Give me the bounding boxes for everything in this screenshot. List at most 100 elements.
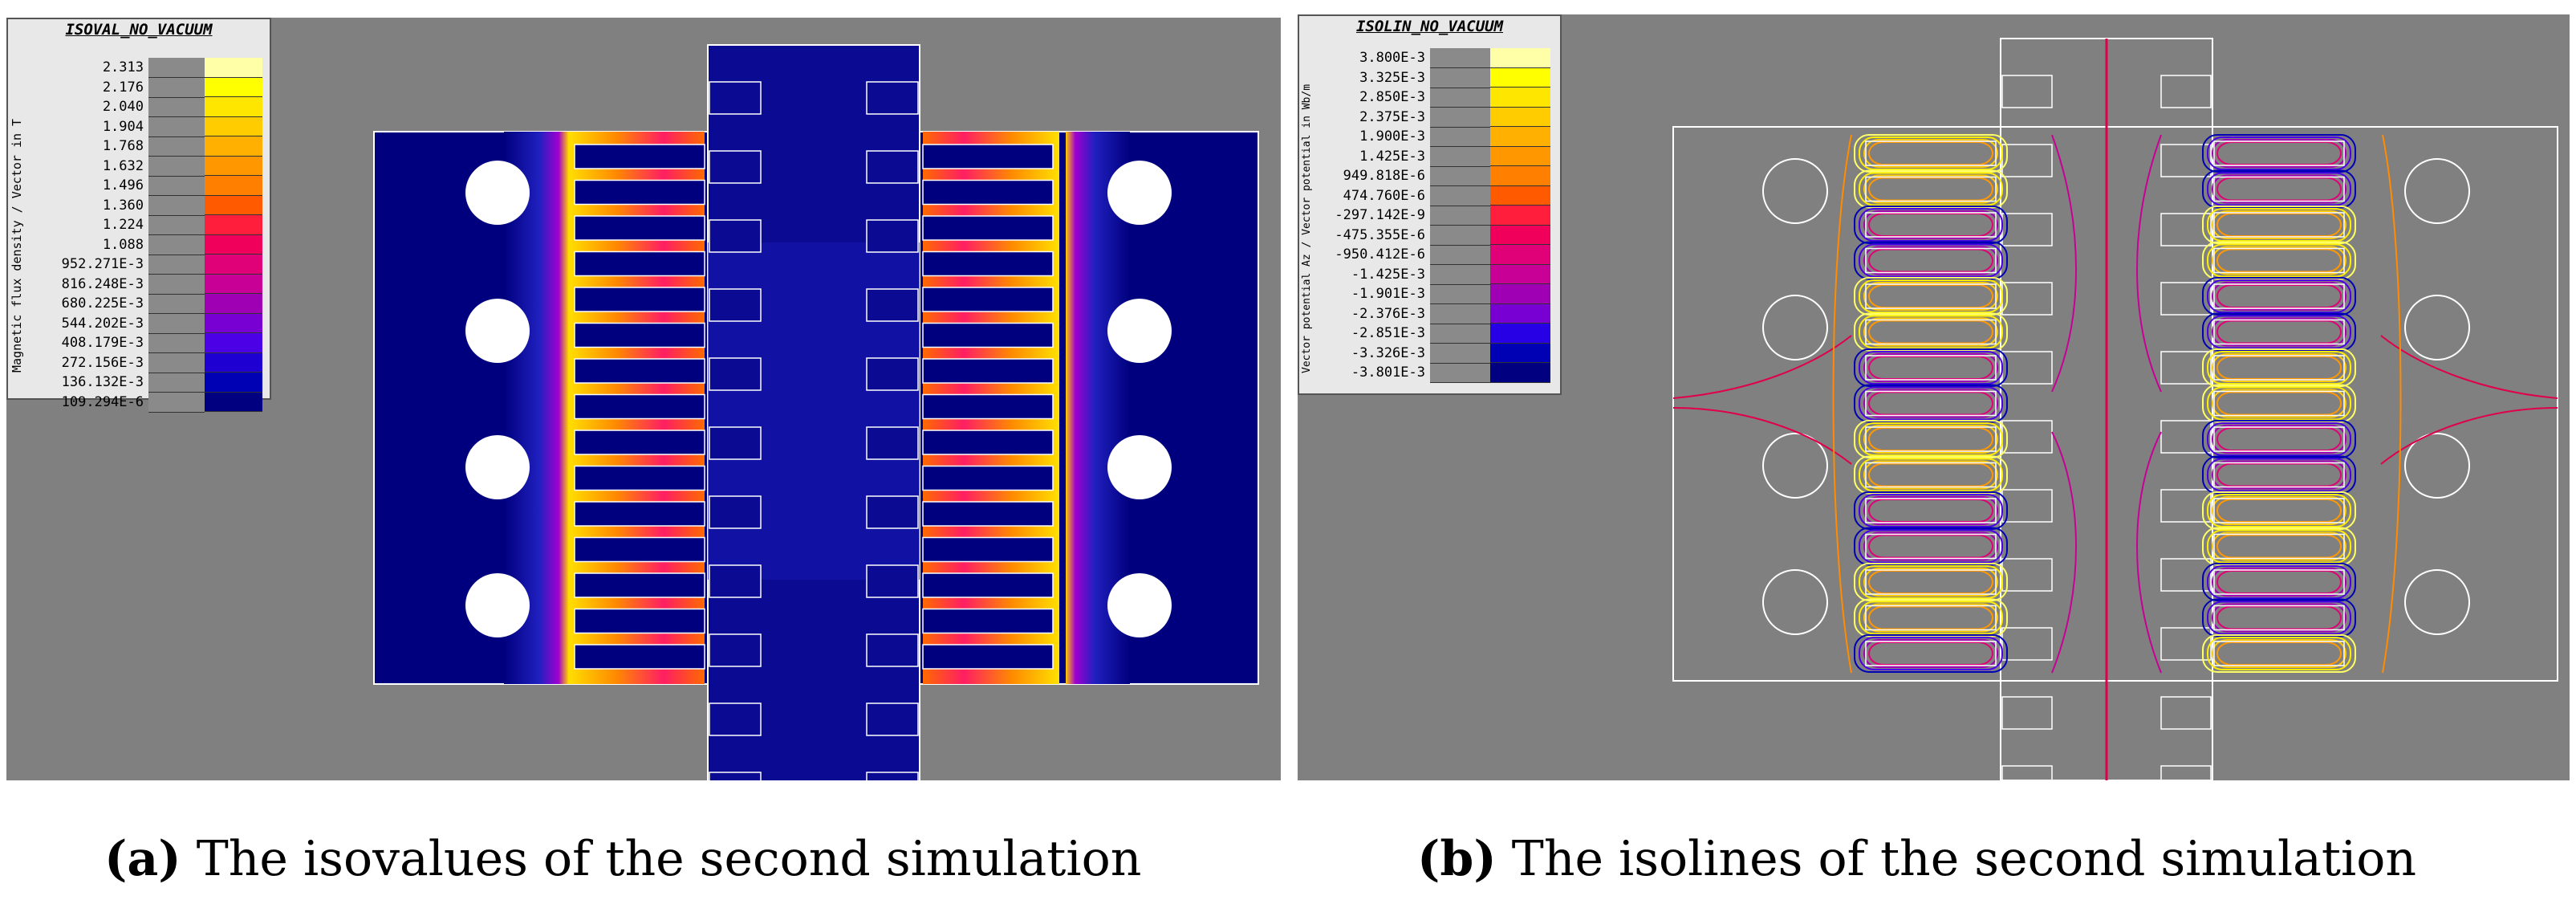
legend-row: 3.325E-3 bbox=[1307, 67, 1552, 88]
isoline-left bbox=[1863, 282, 1998, 311]
isoline-left bbox=[1859, 529, 2003, 564]
legend-tick bbox=[1430, 107, 1490, 108]
slot-right bbox=[2213, 212, 2345, 238]
slot-left bbox=[1865, 212, 1997, 238]
isoline-right bbox=[2202, 169, 2356, 209]
legend-value: 1.900E-3 bbox=[1359, 128, 1425, 145]
isoline-left bbox=[1854, 455, 2008, 495]
slot-left bbox=[574, 608, 705, 634]
legend-value: 1.224 bbox=[102, 217, 144, 233]
legend-row: 544.202E-3 bbox=[16, 313, 270, 334]
legend-row: 136.132E-3 bbox=[16, 373, 270, 393]
mounting-hole-right bbox=[1107, 299, 1172, 363]
isoline-right bbox=[2216, 570, 2342, 594]
isoline-right bbox=[2207, 243, 2351, 278]
legend-row: 1.425E-3 bbox=[1307, 146, 1552, 167]
mover-slot-left bbox=[2001, 282, 2053, 316]
legend-value: -297.142E-9 bbox=[1335, 207, 1425, 223]
isoline-right bbox=[2207, 279, 2351, 313]
slot-right bbox=[922, 608, 1054, 634]
legend-swatch bbox=[1490, 146, 1550, 166]
mover-slot-left bbox=[2001, 765, 2053, 780]
legend-tick bbox=[148, 96, 205, 98]
slot-right bbox=[922, 358, 1054, 384]
mover-slot-right bbox=[866, 150, 919, 184]
legend-swatch bbox=[205, 313, 262, 333]
isoline-left bbox=[1854, 420, 2008, 458]
isoline-left bbox=[1859, 494, 2003, 527]
mounting-hole-right bbox=[2404, 158, 2470, 224]
legend-value: -475.355E-6 bbox=[1335, 226, 1425, 243]
legend-swatch bbox=[1490, 48, 1550, 68]
mover-slot-right bbox=[866, 426, 919, 460]
isoline-left bbox=[1859, 243, 2003, 278]
isoline-right bbox=[2212, 139, 2346, 168]
legend-row: -297.142E-9 bbox=[1307, 206, 1552, 226]
mover-slot-right bbox=[866, 772, 919, 780]
legend-tick bbox=[148, 234, 205, 235]
isoline-right bbox=[2212, 282, 2346, 311]
legend-value: 1.496 bbox=[102, 177, 144, 193]
isoline-left bbox=[1863, 603, 1998, 633]
legend-swatch bbox=[205, 333, 262, 353]
isoline-left bbox=[1868, 213, 1993, 237]
isoline-right bbox=[2216, 534, 2342, 559]
slot-right bbox=[922, 572, 1054, 598]
legend-value: -2.851E-3 bbox=[1351, 325, 1425, 341]
isoline-right bbox=[2207, 351, 2351, 385]
legend-swatch bbox=[205, 373, 262, 393]
isoline-right bbox=[2212, 246, 2346, 275]
legend-value: 272.156E-3 bbox=[61, 354, 144, 371]
legend-swatch bbox=[1490, 67, 1550, 88]
legend-row: 474.760E-6 bbox=[1307, 185, 1552, 206]
isoline-left bbox=[1863, 210, 1998, 239]
field-isoline-left-outer bbox=[1832, 134, 1852, 674]
slot-right bbox=[2213, 533, 2345, 560]
legend-swatch bbox=[205, 58, 262, 78]
legend-value: 109.294E-6 bbox=[61, 393, 144, 410]
legend-value: -1.901E-3 bbox=[1351, 286, 1425, 302]
mover-slot-left bbox=[709, 564, 762, 598]
legend-swatch bbox=[1490, 185, 1550, 206]
mover-slot-left bbox=[709, 495, 762, 529]
legend-row: 2.040 bbox=[16, 97, 270, 117]
legend-tick bbox=[1430, 362, 1490, 364]
legend-tick bbox=[1430, 382, 1490, 383]
legend-tick bbox=[148, 293, 205, 295]
isoline-right bbox=[2202, 348, 2356, 387]
slot-left bbox=[1865, 319, 1997, 345]
legend-tick bbox=[1430, 303, 1490, 304]
isoline-left bbox=[1854, 241, 2008, 280]
legend-value: 816.248E-3 bbox=[61, 275, 144, 292]
mover-slot-left bbox=[2001, 144, 2053, 177]
legend-title: ISOLIN_NO_VACUUM bbox=[1355, 18, 1504, 35]
legend-title: ISOVAL_NO_VACUUM bbox=[65, 21, 213, 39]
isoline-left bbox=[1859, 172, 2003, 206]
isoline-right bbox=[2202, 634, 2356, 673]
isoline-right bbox=[2212, 210, 2346, 239]
legend-row: 1.904 bbox=[16, 116, 270, 137]
legend-tick bbox=[148, 156, 205, 157]
isoline-right bbox=[2216, 356, 2342, 380]
legend-swatch bbox=[1490, 284, 1550, 304]
isoline-right bbox=[2202, 491, 2356, 530]
isoline-right bbox=[2202, 312, 2356, 352]
slot-right bbox=[2213, 355, 2345, 381]
slot-left bbox=[1865, 390, 1997, 417]
isoline-left bbox=[1868, 641, 1993, 666]
isoline-right bbox=[2212, 568, 2346, 597]
legend-value: 2.176 bbox=[102, 79, 144, 96]
slot-right bbox=[2213, 605, 2345, 631]
legend-row: -1.425E-3 bbox=[1307, 264, 1552, 285]
legend-row: 1.632 bbox=[16, 156, 270, 177]
isoline-right bbox=[2207, 637, 2351, 670]
slot-left bbox=[574, 430, 705, 455]
legend-row: 408.179E-3 bbox=[16, 333, 270, 353]
mounting-hole-left bbox=[1762, 158, 1828, 224]
legend-value: -3.801E-3 bbox=[1351, 364, 1425, 381]
mover-slot-right bbox=[866, 357, 919, 391]
legend-row: 1.224 bbox=[16, 215, 270, 235]
slot-right bbox=[922, 465, 1054, 491]
caption-a-label: (a) bbox=[104, 831, 181, 887]
legend-value: 680.225E-3 bbox=[61, 295, 144, 312]
